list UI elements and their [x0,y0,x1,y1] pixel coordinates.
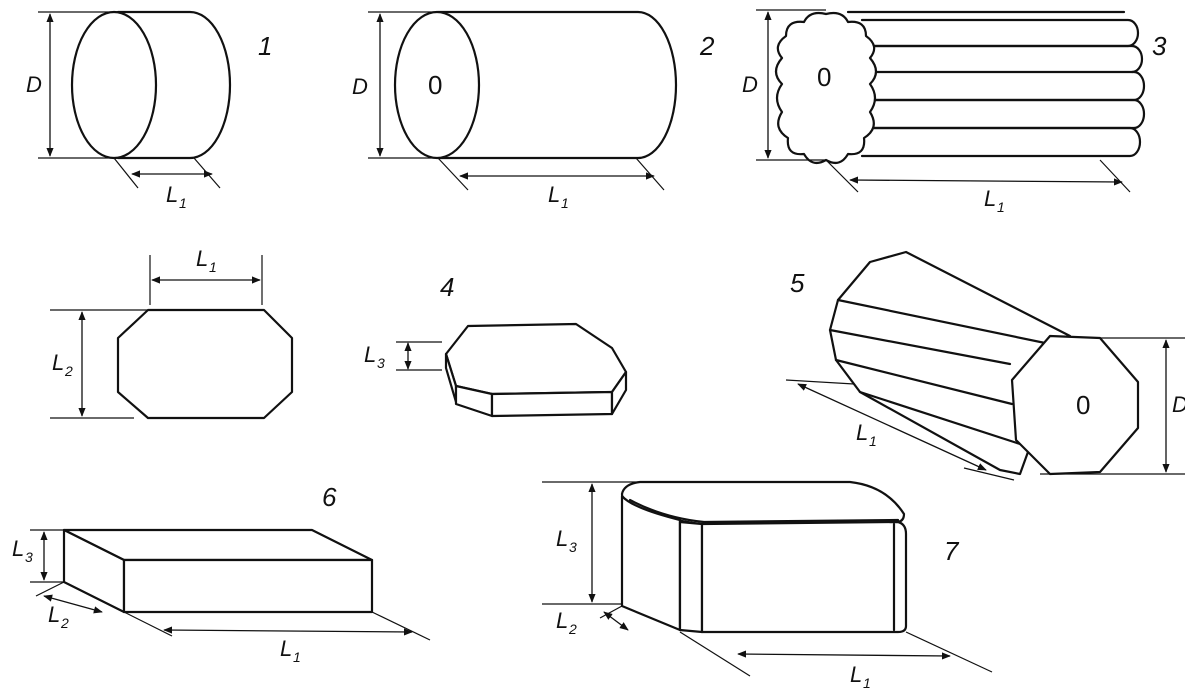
shape-7-l3-sub: 3 [569,539,577,555]
shape-6-number: 6 [322,482,337,512]
shape-6-l3-sub: 3 [25,549,33,565]
shape-6-l2-dimension [43,594,103,614]
shape-4-l2-sub: 2 [64,363,73,379]
shape-5-center-label: 0 [1076,390,1090,420]
shape-5-octagonal-prism: 0 D L 1 5 [785,250,1185,481]
shape-4-l1-sub: 1 [209,259,217,275]
shape-1-d-label: D [26,72,42,97]
shape-2-cylinder: 0 D L 1 2 [352,10,715,211]
shape-7-l1-sub: 1 [863,675,871,691]
shape-6-l2-sub: 2 [60,615,69,631]
shape-2-center-label: 0 [428,70,442,100]
shape-7-l3-label: L [556,526,568,551]
shape-2-l-sub: 1 [561,195,569,211]
shape-6-l1-label: L [280,636,292,661]
shape-4-number: 4 [440,272,454,302]
shape-6-front-face [122,558,374,614]
shape-7-l2-dimension [603,611,629,631]
shape-3-center-label: 0 [817,62,831,92]
shape-1-number: 1 [258,31,272,61]
shape-3-l-label: L [984,186,996,211]
shape-4-l2-label: L [52,350,64,375]
shape-4-l3-sub: 3 [377,355,385,371]
shape-5-l-sub: 1 [869,433,877,449]
shape-4-top-view: L 1 L 2 [50,246,294,420]
shape-7-l2-label: L [556,608,568,633]
shape-3-d-label: D [742,72,758,97]
shape-4-l3-label: L [364,342,376,367]
shape-1-body [116,10,232,160]
shape-5-end-face [1010,334,1140,476]
shape-3-l1-dimension [849,176,1123,186]
shape-1-cylinder: D L 1 1 [26,10,272,211]
shape-4-isometric: L 3 4 [364,272,628,418]
shape-2-body [436,10,678,160]
shape-6-l1-dimension [163,626,413,636]
shape-7-rounded-block: L 3 L 2 L 1 7 [542,480,993,691]
shape-2-number: 2 [699,31,715,61]
shape-6-l1-sub: 1 [293,649,301,665]
shape-7-front-face [700,520,908,634]
shape-3-number: 3 [1152,31,1167,61]
shape-6-l2-label: L [48,602,60,627]
shape-6-block: L 3 L 2 L 1 6 [12,482,431,665]
shape-5-number: 5 [790,268,805,298]
shape-6-l3-label: L [12,536,24,561]
shape-7-l1-label: L [850,662,862,687]
shape-1-l-sub: 1 [179,195,187,211]
shape-4-l1-label: L [196,246,208,271]
shape-7-l1-dimension [737,650,951,660]
shape-7-number: 7 [944,536,960,566]
shape-5-d-label: D [1172,392,1185,417]
shape-3-fluted-cylinder: 0 D L 1 3 [742,9,1167,215]
shape-5-l1-dimension [797,383,987,471]
shape-7-l2-sub: 2 [568,621,577,637]
shape-1-face [70,10,158,160]
shape-5-l-label: L [856,420,868,445]
shape-2-d-label: D [352,74,368,99]
shape-1-l-label: L [166,182,178,207]
shape-4-top-face [444,322,628,396]
shape-4-octagon-outline [116,308,294,420]
shape-3-l-sub: 1 [997,199,1005,215]
shape-2-l-label: L [548,182,560,207]
